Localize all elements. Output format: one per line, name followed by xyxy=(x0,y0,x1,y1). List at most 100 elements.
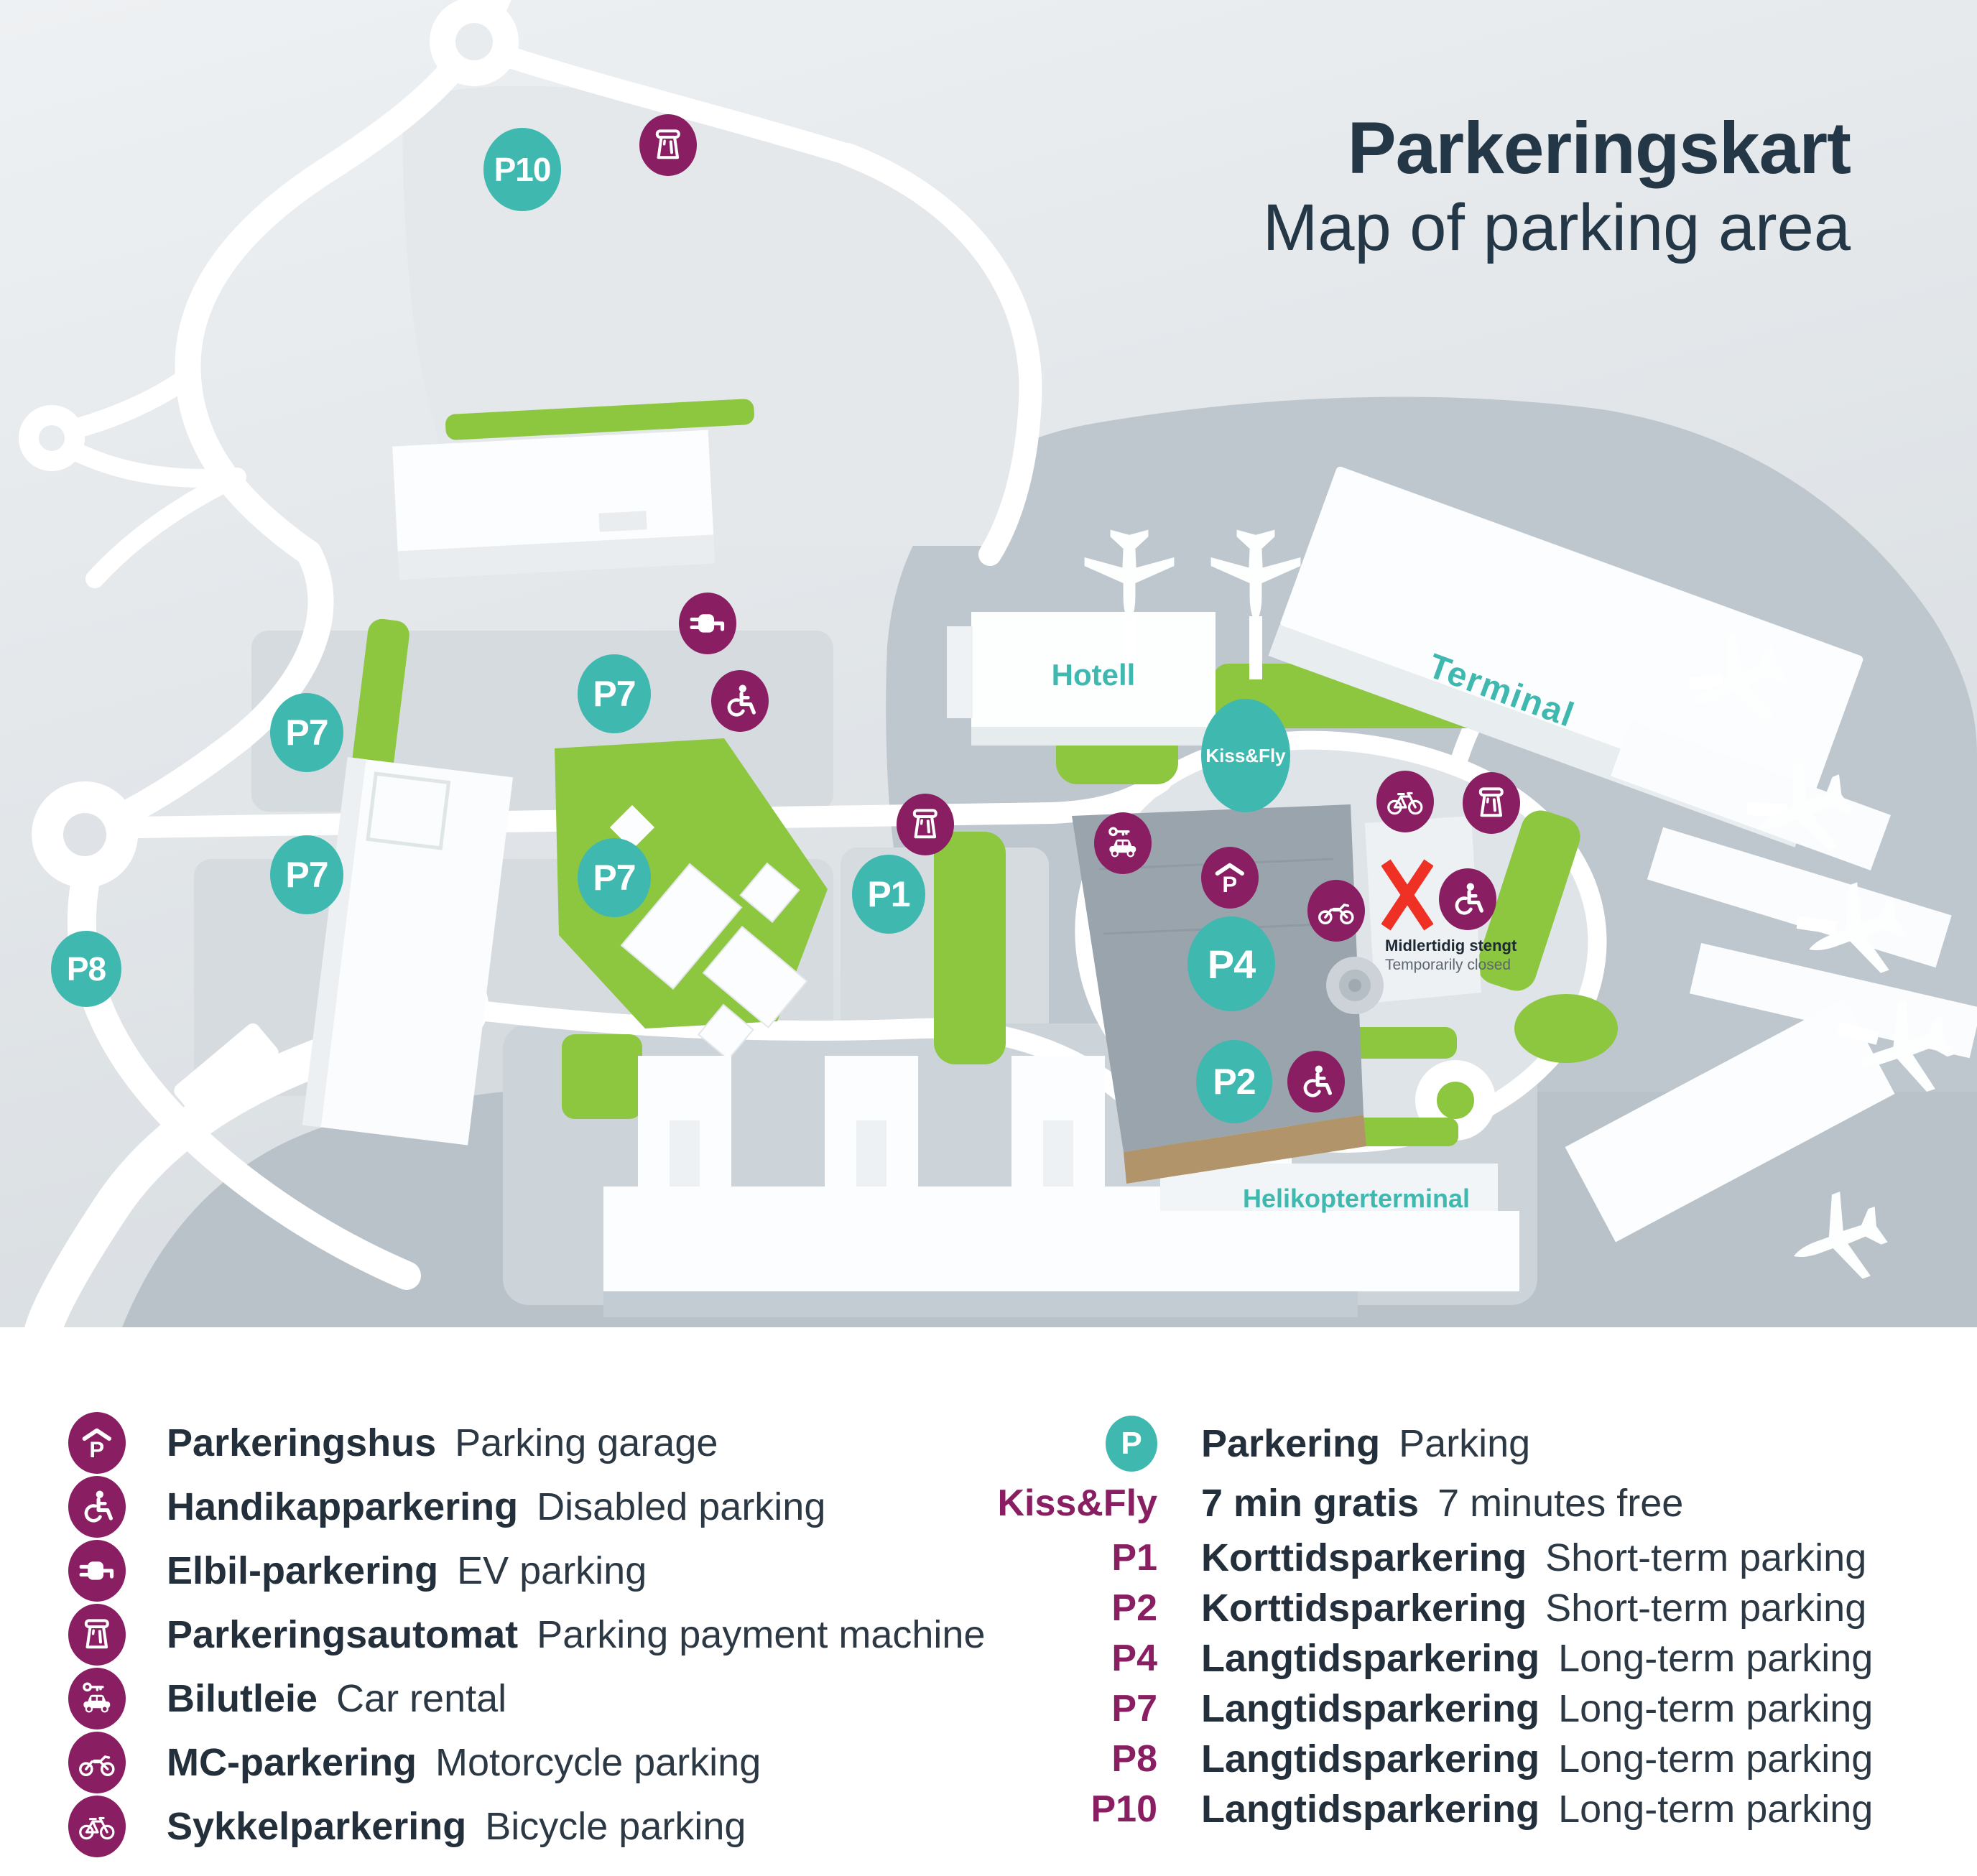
payment-machine-icon xyxy=(1463,772,1520,834)
legend-translation: Car rental xyxy=(336,1676,507,1720)
legend-term: Langtidsparkering xyxy=(1201,1788,1540,1831)
svg-text:P: P xyxy=(1223,872,1238,897)
zone-badge-p8: P8 xyxy=(51,931,121,1007)
legend-item: P Parkeringshus Parking garage xyxy=(68,1411,986,1475)
zone-label: P2 xyxy=(1213,1062,1256,1102)
legend-item: P7 Langtidsparkering Long-term parking xyxy=(984,1684,1873,1734)
bicycle-icon xyxy=(1376,771,1434,832)
svg-text:P: P xyxy=(90,1437,105,1462)
terminal-building xyxy=(1268,466,1977,1243)
disabled-icon xyxy=(1287,1051,1345,1113)
legend-term: Sykkelparkering xyxy=(167,1804,467,1848)
legend-item: P2 Korttidsparkering Short-term parking xyxy=(984,1583,1873,1633)
disabled-icon xyxy=(1439,868,1496,930)
legend-translation: Long-term parking xyxy=(1558,1687,1874,1730)
jet-bridges xyxy=(1123,616,1880,1045)
zone-badge-p7: P7 xyxy=(270,693,343,772)
legend-item: Bilutleie Car rental xyxy=(68,1666,986,1730)
payment-machine-icon xyxy=(897,794,954,855)
disabled-icon xyxy=(68,1475,126,1538)
legend-term: 7 min gratis xyxy=(1201,1481,1420,1525)
parking-garage-icon: P xyxy=(1201,847,1259,909)
legend-term: Parkering xyxy=(1201,1421,1381,1465)
legend-term: Parkeringsautomat xyxy=(167,1612,519,1656)
legend-item: Elbil-parkering EV parking xyxy=(68,1538,986,1602)
zone-label: P4 xyxy=(1207,941,1256,987)
legend-term: Langtidsparkering xyxy=(1201,1737,1540,1780)
bicycle-icon xyxy=(68,1795,126,1857)
legend-term: Langtidsparkering xyxy=(1201,1687,1540,1730)
zone-label: P8 xyxy=(66,950,106,988)
zone-badge-p7: P7 xyxy=(270,835,343,914)
legend-translation: Long-term parking xyxy=(1558,1788,1874,1831)
car-rental-icon xyxy=(68,1667,126,1729)
closed-x-icon xyxy=(1381,859,1433,931)
legend-term: Elbil-parkering xyxy=(167,1548,439,1592)
zone-label: P7 xyxy=(593,674,636,714)
page-subtitle: Map of parking area xyxy=(1262,191,1851,264)
legend-term: Korttidsparkering xyxy=(1201,1536,1527,1579)
legend-translation: EV parking xyxy=(457,1548,647,1592)
motorcycle-icon xyxy=(68,1731,126,1793)
legend-translation: Long-term parking xyxy=(1558,1737,1874,1780)
legend-term: MC-parkering xyxy=(167,1740,417,1784)
legend-translation: Parking garage xyxy=(455,1421,718,1464)
legend-term: Parkeringshus xyxy=(167,1421,437,1464)
payment-machine-icon xyxy=(68,1603,126,1666)
office-building xyxy=(302,757,514,1146)
zone-ref-p8: P8 xyxy=(1111,1738,1157,1780)
legend-translation: Long-term parking xyxy=(1558,1637,1874,1680)
zone-label: P7 xyxy=(285,855,328,895)
payment-machine-icon xyxy=(639,114,697,176)
page-title: Parkeringskart xyxy=(1347,107,1851,189)
small-buildings xyxy=(620,862,808,1061)
disabled-icon xyxy=(711,670,769,732)
ev-charger-icon xyxy=(679,593,736,654)
zone-label: P7 xyxy=(285,712,328,753)
kissfly-badge: Kiss&Fly xyxy=(1201,699,1290,812)
heliport-label: Helikopterterminal xyxy=(1242,1184,1471,1213)
zone-ref-p1: P1 xyxy=(1111,1537,1157,1579)
parking-badge-icon: P xyxy=(1106,1415,1157,1472)
hotel-building xyxy=(947,612,1216,746)
zone-ref-p2: P2 xyxy=(1111,1587,1157,1629)
closed-title: Midlertidig stengt xyxy=(1385,937,1517,955)
zone-ref-p4: P4 xyxy=(1111,1638,1157,1679)
legend-term: Handikapparkering xyxy=(167,1485,519,1528)
zone-ref-p10: P10 xyxy=(1091,1788,1157,1830)
legend-term: Korttidsparkering xyxy=(1201,1587,1527,1630)
zone-badge-p7: P7 xyxy=(578,838,651,917)
legend-translation: Short-term parking xyxy=(1545,1536,1867,1579)
zone-badge-p1: P1 xyxy=(852,855,925,934)
legend-item: P8 Langtidsparkering Long-term parking xyxy=(984,1734,1873,1784)
legend-item: Sykkelparkering Bicycle parking xyxy=(68,1794,986,1858)
motorcycle-icon xyxy=(1307,880,1365,942)
legend-term: Bilutleie xyxy=(167,1676,318,1720)
p10-building xyxy=(392,429,716,580)
closed-subtitle: Temporarily closed xyxy=(1385,957,1511,973)
parking-garage-icon: P xyxy=(68,1411,126,1474)
legend-translation: Short-term parking xyxy=(1545,1587,1867,1630)
legend-item: Handikapparkering Disabled parking xyxy=(68,1475,986,1538)
legend-item: P10 Langtidsparkering Long-term parking xyxy=(984,1784,1873,1834)
map-artwork xyxy=(0,0,1977,1327)
zone-badge-p10: P10 xyxy=(483,128,561,211)
zone-label: P1 xyxy=(867,874,910,914)
zone-ref-p7: P7 xyxy=(1111,1688,1157,1729)
legend-translation: Bicycle parking xyxy=(485,1804,746,1848)
legend-translation: Motorcycle parking xyxy=(435,1740,761,1784)
legend-translation: Disabled parking xyxy=(537,1485,826,1528)
zone-badge-p7: P7 xyxy=(578,654,651,733)
buildings xyxy=(302,429,1977,1317)
zone-label: P7 xyxy=(593,858,636,898)
ev-charger-icon xyxy=(68,1539,126,1602)
closed-marker: Midlertidig stengt Temporarily closed xyxy=(1365,859,1573,974)
